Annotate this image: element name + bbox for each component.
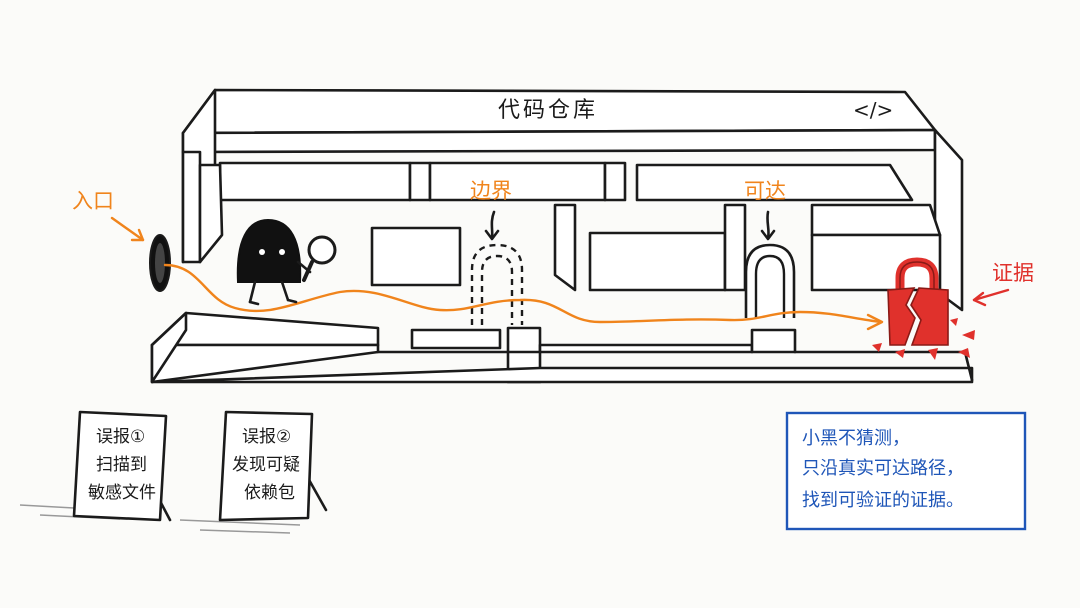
note-line-3: 找到可验证的证据。 (802, 490, 964, 511)
detective-character (236, 218, 312, 306)
maze-inner-walls (198, 161, 942, 292)
sign-1-line-1: 扫描到 (96, 455, 147, 475)
reachable-label-group: 可达 (744, 179, 786, 241)
arrow-icon (490, 210, 496, 240)
evidence-label-group: 证据 (972, 261, 1034, 307)
maze-front-walls (150, 311, 974, 384)
arrow-icon (972, 288, 1010, 302)
boundary-label: 边界 (470, 179, 512, 203)
sign-2-title: 误报② (242, 427, 291, 447)
arrow-icon (110, 216, 145, 242)
broken-lock-icon (872, 257, 975, 360)
false-positive-sign-1: 误报① 扫描到 敏感文件 (19, 410, 172, 522)
note-line-1: 小黑不猜测， (802, 428, 910, 449)
code-icon: </> (853, 98, 893, 122)
sign-2-line-2: 依赖包 (244, 483, 295, 503)
false-positive-sign-2: 误报② 发现可疑 依赖包 (179, 410, 328, 534)
entrance-hole (149, 234, 171, 292)
magnifier-icon (302, 235, 337, 282)
entrance-label-group: 入口 (72, 189, 145, 242)
sign-2-line-1: 发现可疑 (232, 455, 300, 475)
sign-1-title: 误报① (96, 427, 145, 447)
evidence-label: 证据 (992, 261, 1034, 285)
entrance-label: 入口 (72, 189, 114, 213)
boundary-gate (470, 243, 524, 325)
note-line-2: 只沿真实可达路径， (802, 458, 964, 479)
reachable-gate (744, 243, 796, 318)
reachable-label: 可达 (744, 179, 786, 203)
boundary-label-group: 边界 (470, 179, 512, 241)
sign-1-line-2: 敏感文件 (88, 483, 156, 503)
repo-title: 代码仓库 (498, 98, 598, 123)
reachable-path (163, 263, 882, 324)
arrow-icon (766, 210, 770, 240)
summary-note: 小黑不猜测， 只沿真实可达路径， 找到可验证的证据。 (785, 411, 1027, 531)
